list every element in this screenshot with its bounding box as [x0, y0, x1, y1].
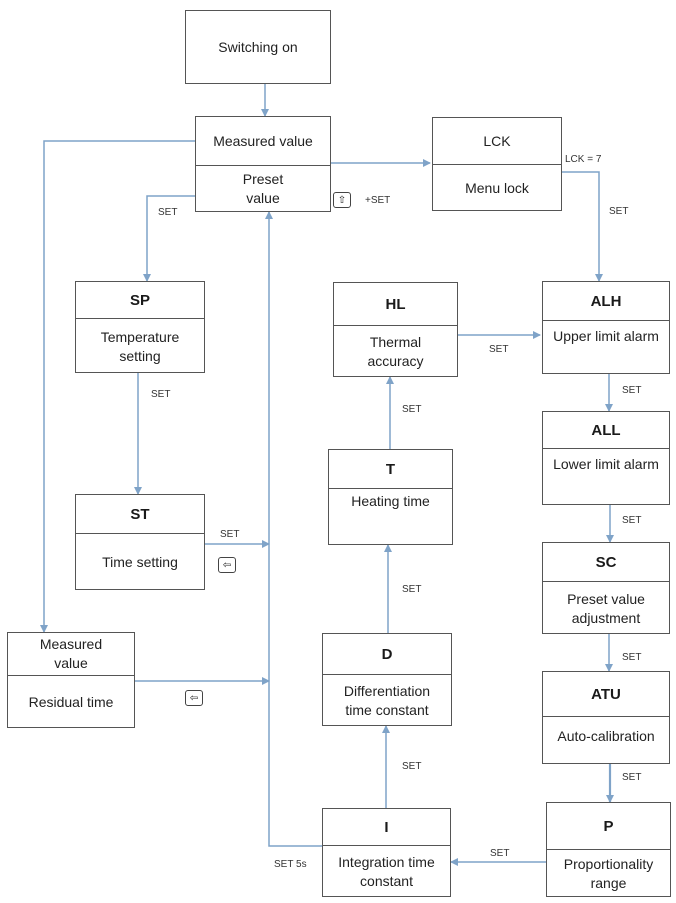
edge-label-sp-st: SET [151, 389, 171, 400]
residual-time-label: Residual time [28, 694, 114, 710]
edge-label-measured-sp: SET [158, 207, 178, 218]
node-p: P Proportionality range [546, 802, 671, 897]
divider [76, 533, 204, 534]
node-measured-preset: Measured value Preset value [195, 116, 331, 212]
all-desc: Lower limit alarm [553, 455, 659, 472]
node-i: I Integration time constant [322, 808, 451, 897]
divider [543, 448, 669, 449]
measured-value-label-2: Measured value [39, 636, 103, 671]
p-desc: Proportionality range [563, 856, 654, 891]
sp-code: SP [129, 291, 150, 309]
atu-code: ATU [591, 685, 621, 703]
t-code: T [385, 460, 396, 478]
divider [433, 164, 561, 165]
switching-on-label: Switching on [218, 38, 298, 55]
divider [196, 165, 330, 166]
node-st: ST Time setting [75, 494, 205, 590]
preset-value-label: Preset value [242, 171, 284, 206]
node-d: D Differentiation time constant [322, 633, 452, 726]
divider [543, 581, 669, 582]
edge-lck-alh [562, 171, 603, 282]
edge-label-d-t: SET [402, 584, 422, 595]
edge-label-atu-p: SET [622, 772, 642, 783]
edge-label-alh-all: SET [622, 385, 642, 396]
edge-label-i-d: SET [402, 761, 422, 772]
divider [334, 325, 457, 326]
edge-label-t-hl: SET [402, 404, 422, 415]
divider [543, 320, 669, 321]
edge-label-sc-atu: SET [622, 652, 642, 663]
hl-desc: Thermal accuracy [367, 334, 424, 369]
edge-label-plus-set: +SET [365, 195, 391, 206]
back-arrow-key-icon: ⇦ [218, 557, 236, 573]
alh-desc: Upper limit alarm [553, 327, 659, 344]
divider [323, 674, 451, 675]
edge-label-lck-alh: SET [609, 206, 629, 217]
divider [8, 675, 134, 676]
node-alh: ALH Upper limit alarm [542, 281, 670, 374]
d-code: D [381, 645, 393, 663]
node-all: ALL Lower limit alarm [542, 411, 670, 505]
back-arrow-key-icon: ⇦ [185, 690, 203, 706]
node-measured-residual: Measured value Residual time [7, 632, 135, 728]
p-code: P [603, 817, 614, 835]
atu-desc: Auto-calibration [557, 727, 655, 744]
node-sc: SC Preset value adjustment [542, 542, 670, 634]
up-arrow-key-icon: ⇧ [333, 192, 351, 208]
divider [329, 488, 452, 489]
d-desc: Differentiation time constant [343, 683, 431, 718]
i-desc: Integration time constant [338, 854, 435, 889]
edge-label-i-return: SET 5s [274, 859, 307, 870]
alh-code: ALH [590, 292, 622, 310]
st-desc: Time setting [102, 554, 178, 570]
sc-code: SC [595, 553, 617, 571]
edge-return-main [265, 211, 322, 847]
edge-label-hl-alh: SET [489, 344, 509, 355]
edge-measured-residual [40, 140, 195, 633]
edge-label-st-main: SET [220, 529, 240, 540]
node-t: T Heating time [328, 449, 453, 545]
measured-value-label: Measured value [213, 132, 313, 149]
edge-label-p-i: SET [490, 848, 510, 859]
i-code: I [384, 818, 389, 836]
node-lck: LCK Menu lock [432, 117, 562, 211]
sc-desc: Preset value adjustment [567, 590, 645, 626]
divider [76, 318, 204, 319]
sp-desc: Temperature setting [100, 328, 180, 364]
node-switching-on: Switching on [185, 10, 331, 84]
edge-label-all-sc: SET [622, 515, 642, 526]
node-atu: ATU Auto-calibration [542, 671, 670, 764]
st-code: ST [130, 505, 150, 523]
all-code: ALL [591, 421, 621, 439]
lck-code: LCK [483, 132, 511, 149]
node-hl: HL Thermal accuracy [333, 282, 458, 377]
divider [547, 849, 670, 850]
divider [323, 845, 450, 846]
divider [543, 716, 669, 717]
lck-desc: Menu lock [465, 180, 529, 196]
node-sp: SP Temperature setting [75, 281, 205, 373]
edge-label-lck-eq: LCK = 7 [565, 154, 602, 165]
t-desc: Heating time [351, 492, 430, 509]
hl-code: HL [385, 295, 406, 313]
edge-measured-sp [143, 195, 195, 282]
